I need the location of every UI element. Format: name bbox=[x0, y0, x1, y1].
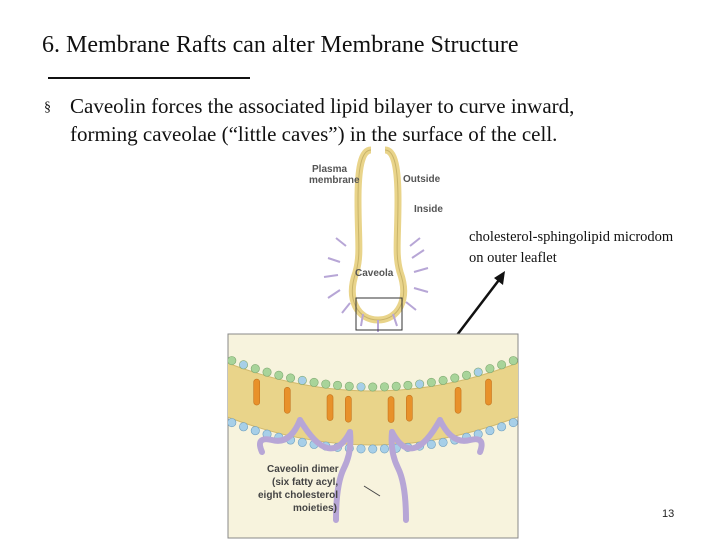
lipid-head-outer bbox=[403, 380, 413, 390]
cholesterol-rod bbox=[387, 396, 395, 423]
lipid-head-outer bbox=[438, 375, 448, 385]
inside-label: Inside bbox=[414, 204, 443, 215]
cholesterol-rod bbox=[253, 378, 261, 406]
lipid-head-outer bbox=[286, 373, 296, 383]
lipid-head-inner bbox=[216, 414, 224, 422]
lipid-head-outer bbox=[426, 377, 436, 387]
cholesterol-rod bbox=[454, 386, 462, 414]
dimer-label-pointer bbox=[363, 485, 381, 497]
lipid-head-outer bbox=[497, 360, 507, 370]
plasma-label-line2: membrane bbox=[309, 175, 360, 186]
lipid-head-inner bbox=[485, 426, 495, 436]
lipid-head-outer bbox=[239, 360, 249, 370]
zoom-box bbox=[355, 297, 403, 331]
microdomain-annotation: cholesterol-sphingolipid microdom on out… bbox=[469, 227, 673, 269]
lipid-heads-outer bbox=[216, 352, 529, 392]
lipid-head-inner bbox=[508, 418, 518, 428]
annotation-line2: on outer leaflet bbox=[469, 250, 557, 266]
annotation-line1: cholesterol-sphingolipid microdom bbox=[469, 229, 674, 245]
lipid-head-outer bbox=[356, 382, 366, 392]
dimer-label-line3: eight cholesterol bbox=[258, 490, 338, 501]
lipid-head-outer bbox=[462, 370, 472, 380]
lipid-head-inner bbox=[379, 444, 389, 454]
caveolin-spikes bbox=[323, 237, 429, 332]
lipid-head-outer bbox=[391, 381, 401, 391]
plasma-membrane-curve bbox=[348, 146, 408, 324]
slide-number: 13 bbox=[662, 508, 675, 520]
lipid-head-outer bbox=[274, 370, 284, 380]
dimer-label-line1: Caveolin dimer bbox=[267, 464, 339, 475]
lipid-head-inner bbox=[239, 422, 249, 432]
lipid-head-outer bbox=[262, 367, 272, 377]
lipid-head-outer bbox=[333, 380, 343, 390]
lipid-head-inner bbox=[426, 439, 436, 449]
lipid-head-inner bbox=[368, 444, 378, 454]
lipid-head-inner bbox=[250, 426, 260, 436]
lipid-head-outer bbox=[415, 379, 425, 389]
lipid-head-outer bbox=[344, 381, 354, 391]
caveola-label: Caveola bbox=[355, 268, 394, 279]
lipid-head-outer bbox=[250, 364, 260, 374]
lipid-head-inner bbox=[497, 422, 507, 432]
lipid-head-inner bbox=[228, 418, 237, 428]
dimer-label-line2: (six fatty acyl, bbox=[272, 477, 338, 488]
cholesterol-rod bbox=[283, 386, 291, 414]
bullet-marker: § bbox=[44, 100, 51, 115]
lipid-head-inner bbox=[521, 414, 529, 422]
bullet-text: Caveolin forces the associated lipid bil… bbox=[70, 94, 575, 146]
outside-label: Outside bbox=[403, 174, 441, 185]
lipid-head-inner bbox=[356, 444, 366, 454]
lipid-head-outer bbox=[379, 382, 389, 392]
dimer-label-line4: moieties) bbox=[293, 503, 337, 514]
lipid-head-outer bbox=[521, 352, 529, 360]
lipid-head-outer bbox=[473, 367, 483, 377]
cholesterol-rod bbox=[326, 394, 334, 421]
lipid-head-inner bbox=[438, 437, 448, 447]
lipid-head-outer bbox=[321, 379, 331, 389]
cholesterol-rods bbox=[253, 378, 492, 423]
plasma-label-line1: Plasma bbox=[312, 164, 347, 175]
lipid-head-outer bbox=[297, 375, 307, 385]
caveolin-dimer bbox=[257, 417, 485, 523]
cholesterol-rod bbox=[485, 378, 492, 406]
lipid-head-outer bbox=[228, 356, 237, 366]
slide-title: 6. Membrane Rafts can alter Membrane Str… bbox=[42, 32, 519, 58]
cholesterol-rod bbox=[406, 394, 413, 422]
lipid-head-outer bbox=[485, 364, 495, 374]
lipid-head-outer bbox=[309, 377, 319, 387]
title-underline bbox=[48, 77, 250, 79]
lipid-head-outer bbox=[508, 356, 518, 366]
lipid-head-outer bbox=[450, 373, 460, 383]
lipid-head-outer bbox=[368, 382, 378, 392]
cholesterol-rod bbox=[345, 395, 352, 423]
lipid-head-inner bbox=[297, 437, 307, 447]
lipid-head-outer bbox=[216, 352, 224, 360]
